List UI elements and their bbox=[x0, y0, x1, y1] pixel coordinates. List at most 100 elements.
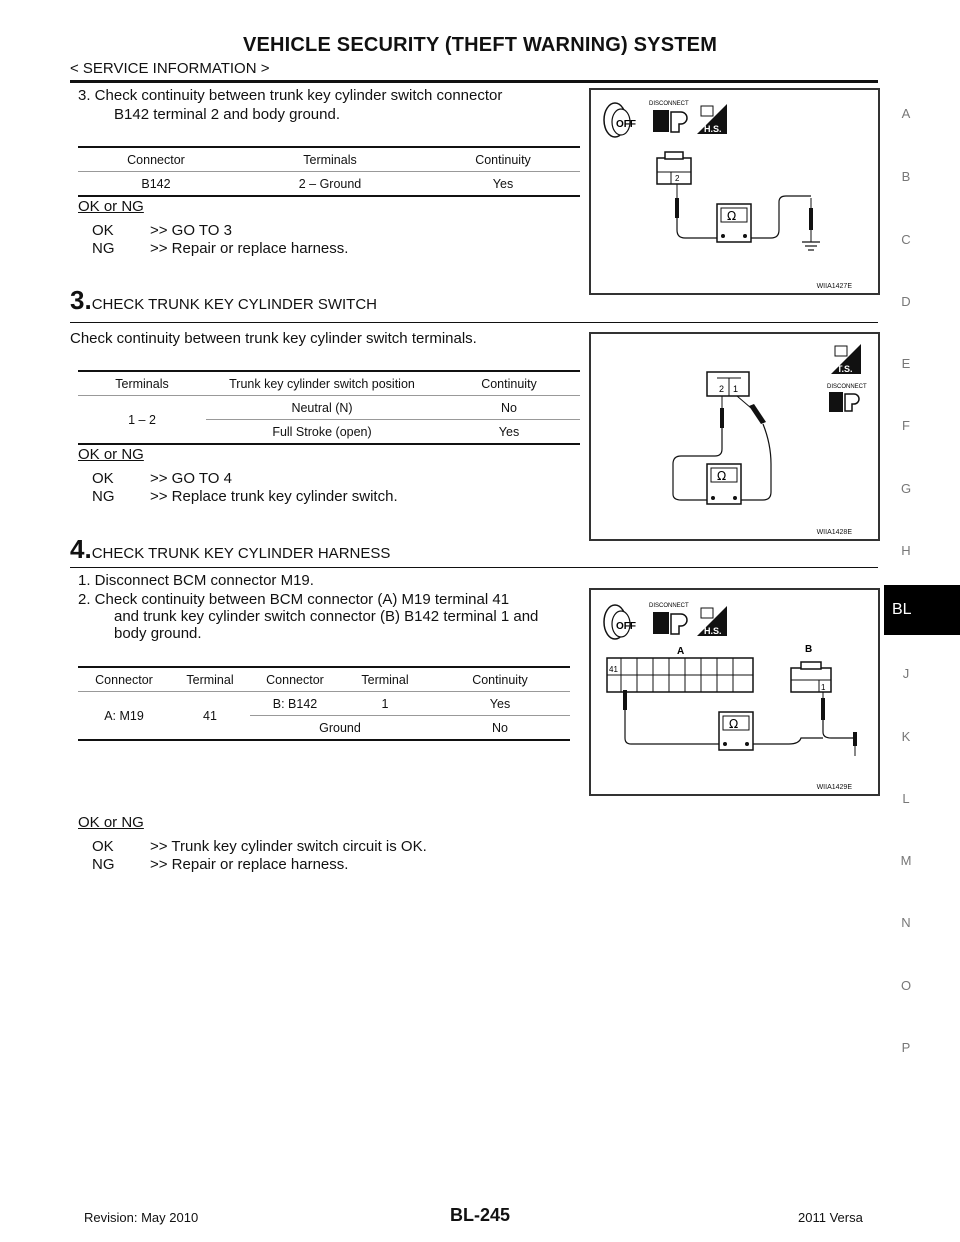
ok-key: OK bbox=[92, 838, 114, 855]
side-index-letter[interactable]: H bbox=[901, 543, 911, 558]
ohm-icon: Ω bbox=[729, 717, 738, 731]
side-index-letter[interactable]: J bbox=[902, 666, 910, 681]
table-cell: B: B142 bbox=[272, 696, 318, 711]
ng-text: >> Repair or replace harness. bbox=[150, 240, 349, 257]
section-subtitle: < SERVICE INFORMATION > bbox=[70, 60, 270, 77]
wiring-figure-3: OFF DISCONNECT H.S. A 41 B 1 bbox=[589, 588, 880, 796]
ng-text: >> Repair or replace harness. bbox=[150, 856, 349, 873]
instruction-line: 2. Check continuity between BCM connecto… bbox=[78, 591, 510, 608]
terminal-label: 41 bbox=[609, 665, 618, 674]
ok-or-ng-label: OK or NG bbox=[78, 446, 144, 463]
figure-code: WIIA1428E bbox=[816, 529, 852, 536]
step-instruction: Check continuity between trunk key cylin… bbox=[70, 330, 477, 347]
table-row: A: M19 41 B: B142 1 Yes bbox=[78, 692, 570, 723]
table-cell: Yes bbox=[492, 176, 514, 191]
ng-result: NG >> Replace trunk key cylinder switch. bbox=[92, 488, 398, 505]
terminal-label: 1 bbox=[821, 683, 826, 692]
side-index-letter[interactable]: F bbox=[902, 418, 910, 433]
table-row: Full Stroke (open) Yes bbox=[78, 419, 580, 444]
ng-key: NG bbox=[92, 488, 115, 505]
table-cell: 41 bbox=[203, 708, 217, 723]
ok-result: OK>> GO TO 4 bbox=[92, 470, 232, 487]
step-number: 3. bbox=[70, 285, 92, 315]
instruction-line: body ground. bbox=[114, 625, 202, 642]
table-header: Continuity bbox=[472, 672, 528, 687]
ok-result: OK>> GO TO 3 bbox=[92, 222, 232, 239]
wiring-diagram-2: T.S. DISCONNECT 2 1 Ω bbox=[672, 344, 867, 505]
ts-label: T.S. bbox=[837, 364, 853, 374]
table-header: Terminals bbox=[303, 152, 357, 167]
side-index-letter[interactable]: P bbox=[901, 1040, 911, 1055]
table-header: Terminals bbox=[115, 376, 169, 391]
side-index-letter[interactable]: A bbox=[901, 106, 911, 121]
instruction-line: 1. Disconnect BCM connector M19. bbox=[78, 572, 314, 589]
table-header: Terminal bbox=[361, 672, 409, 687]
table-cell: Full Stroke (open) bbox=[206, 419, 438, 444]
table-header: Continuity bbox=[481, 376, 537, 391]
side-index-letter[interactable]: C bbox=[901, 232, 911, 247]
side-index-letter[interactable]: N bbox=[901, 915, 911, 930]
side-tab-current[interactable]: BL bbox=[884, 585, 960, 635]
table-cell: 1 bbox=[381, 696, 389, 711]
terminal-label: 2 bbox=[719, 384, 724, 394]
wiring-figure-1: OFF DISCONNECT H.S. 2 Ω WIIA1427E bbox=[589, 88, 880, 295]
off-label: OFF bbox=[616, 119, 636, 130]
ng-text: >> Replace trunk key cylinder switch. bbox=[150, 488, 398, 505]
off-label: OFF bbox=[616, 621, 636, 632]
ng-key: NG bbox=[92, 240, 115, 257]
ok-or-ng-label: OK or NG bbox=[78, 814, 144, 831]
disconnect-label: DISCONNECT bbox=[827, 384, 867, 390]
table-row: 1 – 2 Neutral (N) No bbox=[78, 396, 580, 427]
table-header: Connector bbox=[95, 672, 153, 687]
footer-model: 2011 Versa bbox=[798, 1210, 863, 1225]
table-cell: B142 bbox=[141, 176, 171, 191]
table-cell: 1 – 2 bbox=[128, 412, 156, 427]
connector-a-label: A bbox=[677, 646, 684, 657]
instruction-line: 3. Check continuity between trunk key cy… bbox=[78, 87, 503, 104]
table-cell: No bbox=[430, 715, 570, 740]
wiring-diagram-3: OFF DISCONNECT H.S. A 41 B 1 bbox=[603, 603, 857, 756]
table-cell: Ground bbox=[250, 715, 430, 740]
ok-text: >> Trunk key cylinder switch circuit is … bbox=[150, 838, 427, 855]
ok-result: OK >> Trunk key cylinder switch circuit i… bbox=[92, 838, 427, 855]
disconnect-label: DISCONNECT bbox=[649, 603, 689, 609]
table-cell: Yes bbox=[489, 696, 511, 711]
wiring-diagram-1: OFF DISCONNECT H.S. 2 Ω bbox=[603, 101, 820, 251]
disconnect-label: DISCONNECT bbox=[649, 101, 689, 107]
table-row: Ground No bbox=[78, 715, 570, 740]
terminal-label: 2 bbox=[675, 174, 680, 183]
side-index-letter[interactable]: B bbox=[901, 169, 911, 184]
continuity-table: Connector Terminals Continuity B142 2 – … bbox=[78, 146, 580, 197]
table-row: B142 2 – Ground Yes bbox=[78, 172, 580, 197]
side-index-letter[interactable]: M bbox=[900, 853, 912, 868]
instruction-line: B142 terminal 2 and body ground. bbox=[114, 106, 340, 123]
continuity-table: Terminals Trunk key cylinder switch posi… bbox=[78, 370, 580, 445]
ok-text: >> GO TO 4 bbox=[150, 470, 232, 487]
side-index-letter[interactable]: O bbox=[900, 978, 912, 993]
side-index-letter[interactable]: D bbox=[901, 294, 911, 309]
side-index-letter[interactable]: E bbox=[901, 356, 911, 371]
table-header: Terminal bbox=[186, 672, 234, 687]
table-cell: Yes bbox=[438, 419, 580, 444]
step-4-heading: 4.CHECK TRUNK KEY CYLINDER HARNESS bbox=[70, 534, 390, 565]
instruction-line: and trunk key cylinder switch connector … bbox=[114, 608, 539, 625]
side-index-letter[interactable]: K bbox=[901, 729, 911, 744]
ok-or-ng-label: OK or NG bbox=[78, 198, 144, 215]
ng-key: NG bbox=[92, 856, 115, 873]
connector-b-label: B bbox=[805, 644, 812, 655]
table-header: Connector bbox=[266, 672, 324, 687]
step-number: 4. bbox=[70, 534, 92, 564]
page-number: BL-245 bbox=[449, 1205, 511, 1225]
table-header: Continuity bbox=[475, 152, 531, 167]
table-header: Connector bbox=[127, 152, 185, 167]
hs-label: H.S. bbox=[704, 124, 722, 134]
continuity-table: Connector Terminal Connector Terminal Co… bbox=[78, 666, 570, 741]
table-cell: 2 – Ground bbox=[298, 176, 362, 191]
hs-label: H.S. bbox=[704, 626, 722, 636]
side-index-letter[interactable]: L bbox=[902, 791, 910, 806]
step-rule bbox=[70, 322, 878, 323]
table-cell: Neutral (N) bbox=[291, 400, 353, 415]
ohm-icon: Ω bbox=[727, 209, 736, 223]
ok-key: OK bbox=[92, 222, 114, 239]
side-index-letter[interactable]: G bbox=[900, 481, 912, 496]
